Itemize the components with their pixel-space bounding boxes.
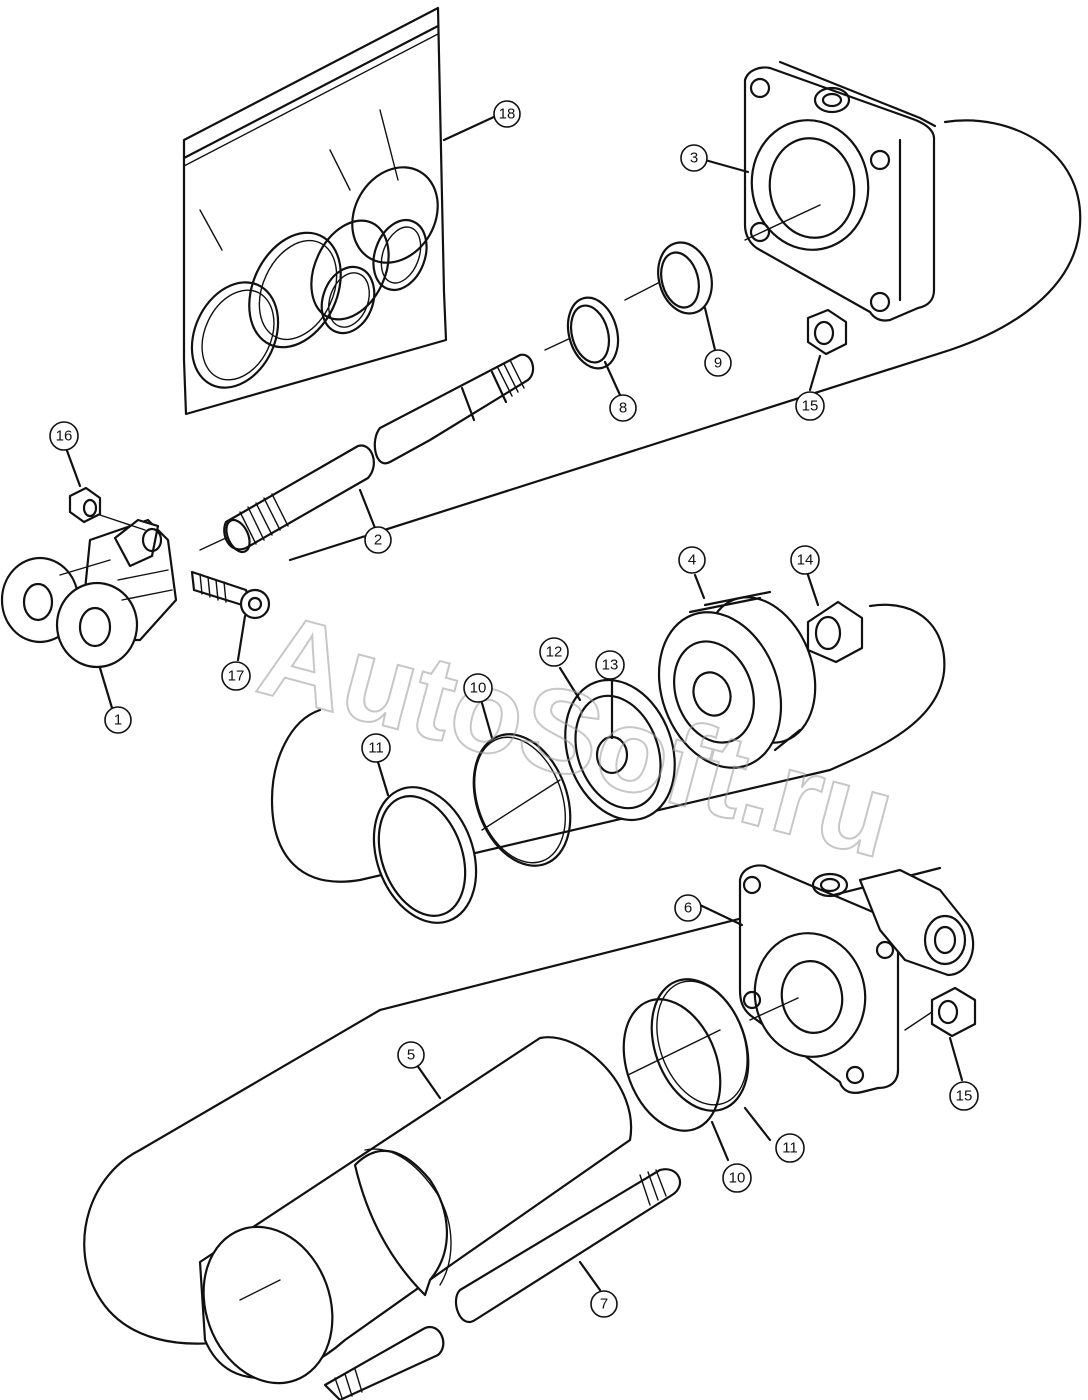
- callout-14-label: 14: [797, 552, 814, 569]
- callout-17: 17: [221, 661, 251, 691]
- callout-15-lower-label: 15: [956, 1088, 973, 1105]
- callout-10-lower-label: 10: [729, 1170, 746, 1187]
- callout-8: 8: [609, 394, 637, 422]
- flow-loop-upper: [288, 119, 1082, 562]
- callout-10-upper: 10: [463, 673, 493, 703]
- callout-7: 7: [590, 1290, 618, 1318]
- callout-11-lower: 11: [775, 1133, 805, 1163]
- callout-12-label: 12: [546, 644, 563, 661]
- end-cap-rod: [743, 60, 937, 322]
- tie-rod: [323, 1168, 682, 1400]
- callout-9-label: 9: [714, 355, 722, 372]
- callout-3-label: 3: [690, 150, 698, 167]
- callout-11-lower-label: 11: [782, 1140, 798, 1157]
- callout-17-label: 17: [228, 668, 245, 685]
- callout-13-label: 13: [602, 657, 619, 674]
- callout-4: 4: [678, 546, 706, 574]
- piston-rod: [223, 353, 535, 554]
- callout-11-upper: 11: [361, 733, 391, 763]
- callout-6: 6: [674, 894, 702, 922]
- hex-nut-upper: [806, 308, 848, 356]
- callout-7-label: 7: [600, 1296, 608, 1313]
- callout-15-upper-label: 15: [802, 398, 819, 415]
- hex-nut-14: [806, 600, 864, 664]
- seal-ring-11a: [372, 786, 478, 924]
- callout-2: 2: [364, 526, 392, 554]
- callout-15-upper: 15: [795, 391, 825, 421]
- clevis-bolt: [190, 570, 271, 620]
- hex-nut-16: [68, 486, 102, 524]
- callout-1-label: 1: [114, 712, 122, 729]
- callout-2-label: 2: [374, 532, 382, 549]
- callout-14: 14: [790, 545, 820, 575]
- piston: [657, 590, 817, 769]
- flow-loop-middle: [270, 603, 946, 883]
- base-end-cap: [738, 864, 975, 1094]
- callout-18: 18: [493, 100, 521, 128]
- callout-4-label: 4: [688, 552, 696, 569]
- callout-5: 5: [397, 1041, 425, 1069]
- callout-10-lower: 10: [722, 1163, 752, 1193]
- callout-5-label: 5: [407, 1047, 415, 1064]
- callout-15-lower: 15: [949, 1081, 979, 1111]
- flow-loop-lower: [83, 866, 942, 1345]
- callout-16: 16: [49, 421, 79, 451]
- wiper-seal: [657, 241, 713, 315]
- rod-clevis: [0, 518, 178, 669]
- callout-12: 12: [539, 637, 569, 667]
- backup-ring-10b: [622, 998, 722, 1132]
- hex-nut-lower: [930, 986, 977, 1038]
- callout-8-label: 8: [619, 400, 627, 417]
- callout-6-label: 6: [684, 900, 692, 917]
- seal-kit-bag: [182, 6, 448, 416]
- callout-13: 13: [595, 650, 625, 680]
- backup-ring-10a: [472, 733, 572, 867]
- callout-16-label: 16: [56, 428, 73, 445]
- cylinder-barrel: [198, 1036, 633, 1385]
- callout-1: 1: [104, 706, 132, 734]
- callout-3: 3: [680, 144, 708, 172]
- callout-11-upper-label: 11: [368, 740, 384, 757]
- rod-seal: [566, 296, 620, 370]
- callout-9: 9: [704, 349, 732, 377]
- callout-10-upper-label: 10: [470, 680, 487, 697]
- callout-18-label: 18: [499, 106, 516, 123]
